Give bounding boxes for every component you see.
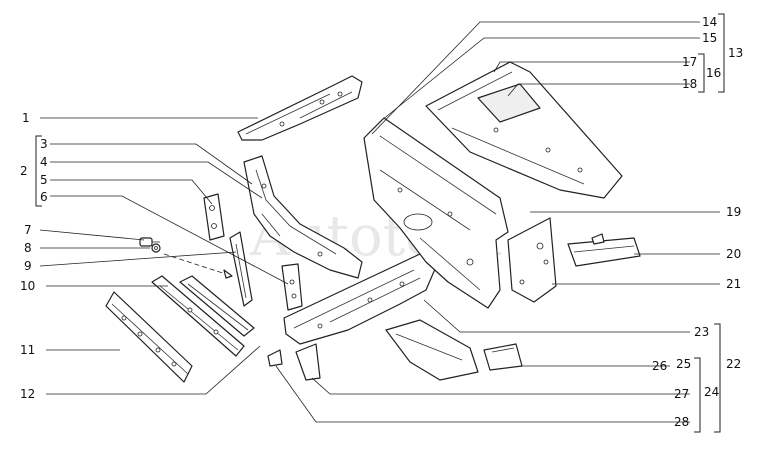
callout-13: 13 xyxy=(728,46,743,60)
part-20-beam xyxy=(567,233,641,267)
part-3-side-member xyxy=(243,155,363,279)
part-1-upper-rail xyxy=(237,75,363,141)
part-27-bracket xyxy=(295,343,321,381)
callout-6: 6 xyxy=(40,190,48,204)
part-9-reinforcement xyxy=(229,231,253,307)
part-28-bracket xyxy=(267,349,283,367)
callout-28: 28 xyxy=(674,415,689,429)
callout-5: 5 xyxy=(40,173,48,187)
part-16-cowl-panel xyxy=(425,61,623,199)
part-12-lower-member xyxy=(151,275,245,357)
callout-2: 2 xyxy=(20,164,28,178)
callout-1: 1 xyxy=(22,111,30,125)
part-21-plate xyxy=(507,217,557,303)
part-14-bulkhead xyxy=(363,117,509,309)
callout-18: 18 xyxy=(682,77,697,91)
assembly-arrow xyxy=(163,253,233,277)
part-8-washer xyxy=(151,243,161,253)
callout-17: 17 xyxy=(682,55,697,69)
callout-8: 8 xyxy=(24,241,32,255)
callout-23: 23 xyxy=(694,325,709,339)
callout-3: 3 xyxy=(40,137,48,151)
part-6-gusset xyxy=(281,263,303,311)
callout-11: 11 xyxy=(20,343,35,357)
callout-20: 20 xyxy=(726,247,741,261)
callout-24: 24 xyxy=(704,385,719,399)
callout-12: 12 xyxy=(20,387,35,401)
callout-21: 21 xyxy=(726,277,741,291)
callout-22: 22 xyxy=(726,357,741,371)
part-22-floor-pan xyxy=(385,319,479,381)
part-11-front-panel xyxy=(105,291,193,383)
callout-16: 16 xyxy=(706,66,721,80)
callout-10: 10 xyxy=(20,279,35,293)
part-10-crossmember xyxy=(179,275,255,337)
callout-25: 25 xyxy=(676,357,691,371)
group-brackets xyxy=(35,13,725,433)
part-5-bracket xyxy=(203,193,225,241)
callout-labels: 1 2 3 4 5 6 7 8 9 10 11 12 13 14 15 16 1… xyxy=(20,15,743,429)
callout-4: 4 xyxy=(40,155,48,169)
callout-7: 7 xyxy=(24,223,32,237)
assembly-arrow-head xyxy=(223,269,233,279)
callout-9: 9 xyxy=(24,259,32,273)
callout-27: 27 xyxy=(674,387,689,401)
callout-19: 19 xyxy=(726,205,741,219)
leader-lines xyxy=(39,21,720,423)
callout-14: 14 xyxy=(702,15,717,29)
part-26-bracket xyxy=(483,343,523,371)
callout-26: 26 xyxy=(652,359,667,373)
callout-15: 15 xyxy=(702,31,717,45)
